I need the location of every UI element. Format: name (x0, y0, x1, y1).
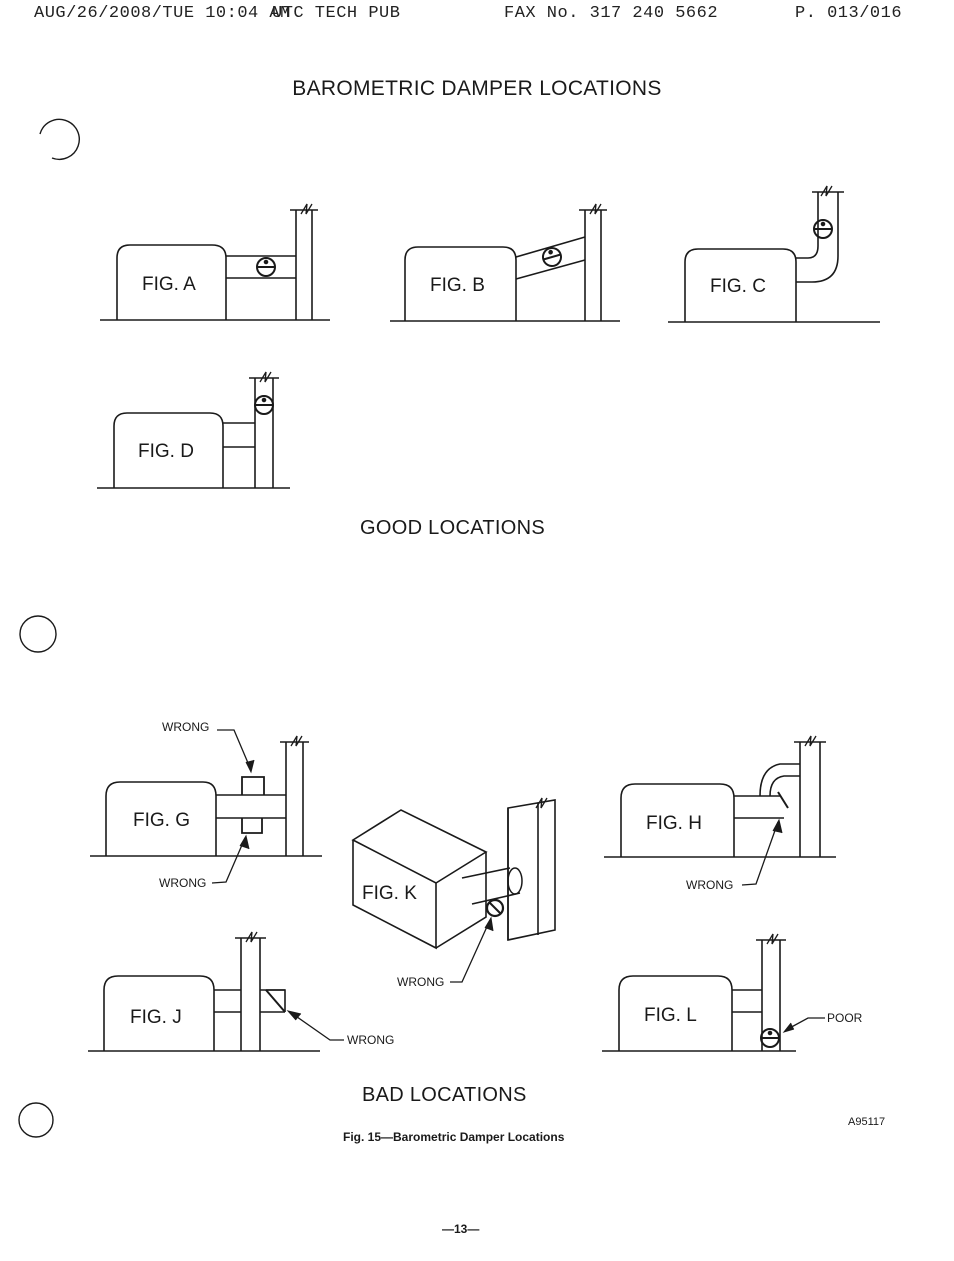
fig-k-label: FIG. K (362, 883, 417, 904)
fig-b-diagram (390, 203, 620, 322)
fig-g-diagram (90, 729, 322, 884)
fig-d-diagram (97, 371, 290, 489)
punch-hole-icon (39, 118, 80, 161)
fax-sender: UTC TECH PUB (272, 4, 401, 23)
figure-caption: Fig. 15—Barometric Damper Locations (343, 1130, 565, 1144)
fig-c-diagram (668, 185, 880, 323)
fig-h-label: FIG. H (646, 813, 702, 834)
fax-page: P. 013/016 (795, 4, 903, 23)
fig-k-diagram (351, 797, 556, 983)
wrong-callout: WRONG (397, 975, 444, 989)
wrong-callout: WRONG (686, 878, 733, 892)
barometric-damper-icon (542, 247, 562, 267)
fig-a-label: FIG. A (142, 274, 196, 295)
fig-j-diagram (88, 931, 344, 1052)
barometric-damper-icon (256, 257, 276, 277)
bad-locations-label: BAD LOCATIONS (362, 1084, 527, 1106)
page-title: BAROMETRIC DAMPER LOCATIONS (292, 77, 662, 100)
fig-b-label: FIG. B (430, 275, 485, 296)
wrong-callout: WRONG (162, 720, 209, 734)
fig-j-label: FIG. J (130, 1007, 182, 1028)
drawing-code: A95117 (848, 1116, 886, 1128)
fig-l-label: FIG. L (644, 1005, 697, 1026)
fig-a-diagram (100, 203, 330, 321)
punch-hole-icon (19, 615, 57, 653)
barometric-damper-icon (813, 219, 833, 239)
fax-number: FAX No. 317 240 5662 (504, 4, 719, 23)
fig-h-diagram (604, 735, 836, 886)
barometric-damper-icon (485, 898, 505, 918)
poor-callout: POOR (827, 1011, 863, 1025)
fig-l-diagram (602, 933, 825, 1052)
fig-c-label: FIG. C (710, 276, 766, 297)
fig-d-label: FIG. D (138, 441, 194, 462)
barometric-damper-icon (241, 818, 263, 834)
fax-datetime: AUG/26/2008/TUE 10:04 AM (34, 4, 291, 23)
fig-g-label: FIG. G (133, 810, 190, 831)
wrong-callout: WRONG (159, 876, 206, 890)
wrong-callout: WRONG (347, 1033, 394, 1047)
good-locations-label: GOOD LOCATIONS (360, 517, 545, 539)
page-number: —13— (442, 1222, 480, 1236)
barometric-damper-icon (254, 395, 274, 415)
punch-hole-icon (18, 1102, 54, 1138)
barometric-damper-icon (760, 1028, 780, 1048)
barometric-damper-icon (241, 776, 265, 795)
